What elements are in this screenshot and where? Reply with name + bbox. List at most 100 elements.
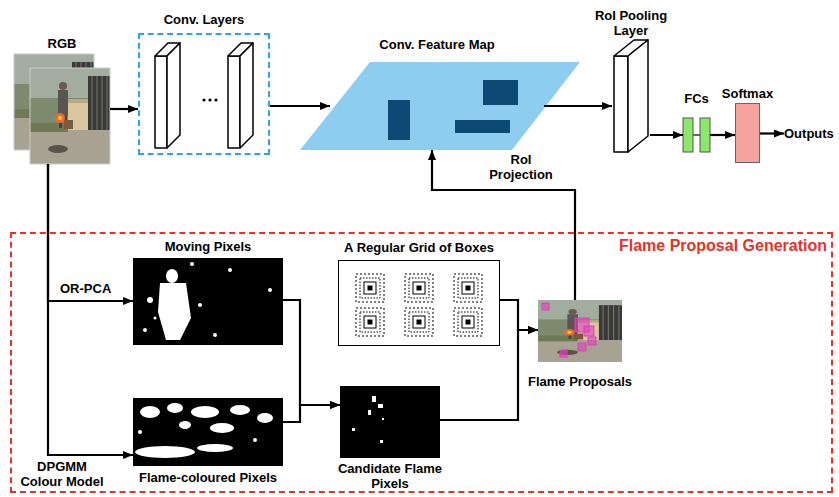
fc-bars: [700, 118, 710, 152]
connector-arrow: [760, 132, 784, 134]
grid-of-boxes: [368, 286, 372, 290]
grid-of-boxes: [462, 316, 474, 328]
moving-pixels-image: [154, 317, 157, 320]
ellipsis-dots: [208, 98, 211, 101]
flame-coloured-image: [230, 405, 250, 415]
flame-coloured-image: [210, 423, 234, 433]
grid-of-boxes: [462, 282, 474, 294]
mask-image: Candidate Flame Pixels: [340, 386, 440, 458]
heading-label: Moving Pixels: [165, 239, 252, 254]
proposals-image: [542, 303, 549, 310]
candidate-image: [340, 386, 440, 458]
grid-of-boxes: [458, 312, 478, 332]
fc-bars: [683, 118, 693, 152]
flame-coloured-image: [253, 438, 257, 442]
feature-map: [388, 100, 410, 140]
connector-arrow: [710, 134, 735, 136]
candidate-image: [368, 410, 371, 415]
conv-slabs: [167, 43, 180, 148]
heading-label: Flame Proposal Generation: [619, 237, 827, 255]
module-region: Flame Proposal Generation Moving Pixels A …: [10, 232, 833, 493]
proposals-image: [542, 303, 596, 357]
candidate-image: [372, 396, 376, 402]
conv-slabs: [228, 56, 240, 148]
grid-of-boxes: [454, 274, 482, 302]
moving-pixels-image: [166, 269, 178, 283]
ellipsis-dots: [202, 98, 217, 101]
pooling-layer: RoI Pooling Layer: [612, 40, 650, 152]
rgb-frames: [30, 68, 110, 164]
connector-arrow: [440, 330, 538, 420]
fc-bars: [683, 118, 710, 152]
grid-of-boxes: [360, 312, 380, 332]
candidate-image: [340, 386, 440, 458]
moving-pixels-image: [143, 328, 147, 332]
rgb-frames: [14, 54, 110, 164]
proposal-image: Flame Proposals: [538, 300, 622, 362]
moving-pixels-image: [213, 333, 217, 337]
grid-of-boxes: [405, 274, 433, 302]
moving-pixels-image: [228, 268, 232, 272]
grid-of-boxes: [360, 278, 380, 298]
flame-coloured-image: [197, 444, 233, 452]
connector-arrow: [48, 164, 133, 455]
proposals-image: [560, 350, 567, 357]
roi-slab: [614, 56, 628, 152]
grid-of-boxes: [356, 274, 482, 336]
flame-coloured-image: [179, 421, 191, 429]
grid-box: A Regular Grid of Boxes: [338, 260, 500, 346]
grid-of-boxes: [364, 282, 376, 294]
moving-pixels-image: [143, 262, 272, 340]
heading-label: A Regular Grid of Boxes: [344, 240, 494, 255]
edge-label: DPGMM Colour Model: [14, 459, 110, 489]
flame-coloured-image: [191, 406, 219, 418]
conv-slabs: [155, 56, 167, 148]
heading-label: Flame-coloured Pixels: [139, 470, 277, 485]
softmax-bar: Softmax: [735, 103, 760, 163]
grid-of-boxes: [356, 308, 384, 336]
proposals-image: [584, 326, 594, 336]
output-node: Outputs: [784, 126, 834, 141]
conv-slabs: [155, 43, 253, 148]
candidate-image: [378, 404, 383, 408]
layer-group: Conv. Layers: [138, 33, 270, 155]
grid-of-boxes: [417, 286, 421, 290]
grid-of-boxes: [409, 278, 429, 298]
grid-of-boxes: [405, 274, 433, 302]
grid-of-boxes: [417, 320, 421, 324]
candidate-image: [352, 428, 355, 431]
heading-label: Conv. Feature Map: [379, 37, 494, 52]
fc-layers: FCs: [683, 118, 710, 152]
grid-of-boxes: [466, 286, 470, 290]
heading-label: FCs: [684, 91, 709, 106]
flame-coloured-image: [135, 446, 195, 458]
grid-of-boxes: [405, 308, 433, 336]
heading-label: Candidate Flame Pixels: [334, 461, 446, 491]
heading-label: Softmax: [722, 86, 773, 101]
moving-pixels-image: [133, 258, 283, 345]
feature-map: [300, 62, 580, 150]
roi-slab: [614, 40, 648, 152]
moving-pixels-image: [133, 258, 283, 345]
grid-of-boxes: [413, 316, 425, 328]
node-label: Outputs: [784, 126, 834, 141]
connector-arrow: [432, 150, 575, 300]
grid-of-boxes: [413, 282, 425, 294]
moving-pixels-image: [158, 283, 191, 340]
feature-map: [300, 62, 580, 150]
grid-of-boxes: [356, 274, 482, 336]
roi-slab: [628, 40, 648, 152]
flame-coloured-image: [138, 430, 142, 434]
grid-of-boxes: [368, 320, 372, 324]
flame-coloured-image: [133, 398, 283, 466]
proposals-image: [538, 300, 622, 362]
grid-of-boxes: [454, 308, 482, 336]
moving-pixels-image: [190, 262, 194, 266]
rgb-frames: [30, 68, 110, 164]
connector-arrow: [270, 105, 330, 107]
feature-map: Conv. Feature Map: [330, 62, 544, 150]
heading-label: Conv. Layers: [164, 12, 245, 27]
moving-pixels-image: [268, 288, 272, 292]
proposals-image: [538, 300, 622, 362]
candidate-image: [352, 396, 384, 443]
